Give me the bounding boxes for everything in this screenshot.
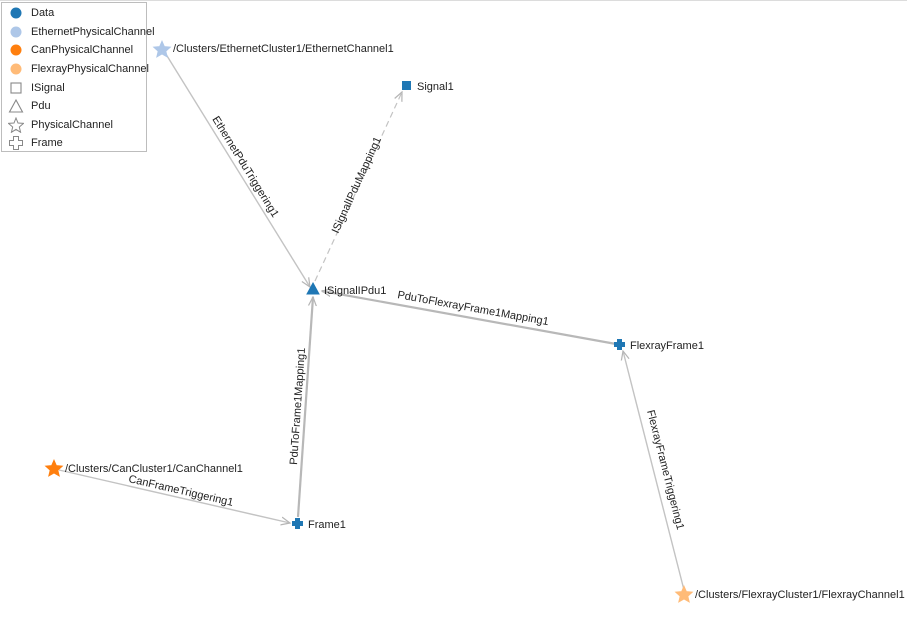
cross-outline-icon [9, 136, 23, 150]
legend-item-isignal[interactable]: ISignal [8, 79, 65, 97]
node-can-channel[interactable]: /Clusters/CanCluster1/CanChannel1 [44, 458, 243, 477]
legend-item-pdu[interactable]: Pdu [8, 97, 51, 115]
legend-item-ethernet-physical-channel[interactable]: EthernetPhysicalChannel [8, 23, 155, 41]
node-signal1[interactable]: Signal1 [402, 81, 454, 93]
node-label-flexray-frame1: FlexrayFrame1 [630, 340, 704, 352]
edge-ethernet-pdu-triggering[interactable]: EthernetPduTriggering1 [163, 50, 310, 287]
edge-isignal-ipdu-mapping[interactable]: ISignalIPduMapping1 [314, 92, 402, 282]
filled-circle-icon [10, 26, 22, 38]
edge-can-frame-triggering[interactable]: CanFrameTriggering1 [58, 469, 290, 523]
edge-label-flexray-frame-triggering: FlexrayFrameTriggering1 [644, 409, 686, 531]
node-flexray-frame1[interactable]: FlexrayFrame1 [614, 339, 704, 352]
star-outline-icon [8, 117, 24, 133]
cross-icon [292, 518, 303, 529]
node-label-can-channel: /Clusters/CanCluster1/CanChannel1 [65, 463, 243, 475]
legend-label: Pdu [31, 100, 51, 112]
legend-label: Data [31, 7, 55, 19]
legend-label: FlexrayPhysicalChannel [31, 63, 149, 75]
legend-item-frame[interactable]: Frame [8, 134, 63, 152]
node-flexray-channel[interactable]: /Clusters/FlexrayCluster1/FlexrayChannel… [674, 584, 905, 603]
legend-label: ISignal [31, 82, 65, 94]
legend-item-flexray-physical-channel[interactable]: FlexrayPhysicalChannel [8, 60, 149, 78]
node-isignal-ipdu1[interactable]: ISignalIPdu1 [306, 281, 386, 297]
filled-circle-icon [10, 63, 22, 75]
filled-circle-icon [10, 7, 22, 19]
legend-item-can-physical-channel[interactable]: CanPhysicalChannel [8, 41, 133, 59]
legend-item-physical-channel[interactable]: PhysicalChannel [8, 116, 113, 134]
edge-label-can-frame-triggering: CanFrameTriggering1 [127, 473, 234, 509]
edge-flexray-frame-triggering[interactable]: FlexrayFrameTriggering1 [623, 351, 686, 591]
square-outline-icon [10, 82, 22, 94]
node-label-flexray-channel: /Clusters/FlexrayCluster1/FlexrayChannel… [695, 589, 905, 601]
cross-icon [614, 339, 625, 350]
legend-item-data[interactable]: Data [8, 4, 54, 22]
node-label-ethernet-channel: /Clusters/EthernetCluster1/EthernetChann… [173, 43, 394, 55]
node-label-signal1: Signal1 [417, 81, 454, 93]
square-icon [402, 81, 411, 90]
node-label-frame1: Frame1 [308, 519, 346, 531]
legend-label: CanPhysicalChannel [31, 44, 134, 56]
node-ethernet-channel[interactable]: /Clusters/EthernetCluster1/EthernetChann… [152, 39, 394, 58]
triangle-outline-icon [8, 98, 24, 113]
edge-label-isignal-ipdu-mapping: ISignalIPduMapping1 [330, 135, 384, 235]
edge-pdu-to-flexray-frame-mapping[interactable]: PduToFlexrayFrame1Mapping1 [322, 289, 617, 346]
star-icon [674, 584, 694, 603]
legend-label: EthernetPhysicalChannel [31, 26, 155, 38]
node-label-isignal-ipdu1: ISignalIPdu1 [324, 285, 386, 297]
legend-label: Frame [31, 137, 63, 149]
edge-pdu-to-frame-mapping[interactable]: PduToFrame1Mapping1 [288, 297, 313, 518]
node-frame1[interactable]: Frame1 [292, 518, 346, 531]
filled-circle-icon [10, 44, 22, 56]
legend: Data EthernetPhysicalChannel CanPhysical… [1, 2, 155, 152]
star-icon [152, 39, 172, 58]
triangle-icon [306, 281, 320, 295]
legend-label: PhysicalChannel [31, 119, 113, 131]
star-icon [44, 458, 64, 477]
edge-label-ethernet-pdu-triggering: EthernetPduTriggering1 [209, 114, 280, 219]
